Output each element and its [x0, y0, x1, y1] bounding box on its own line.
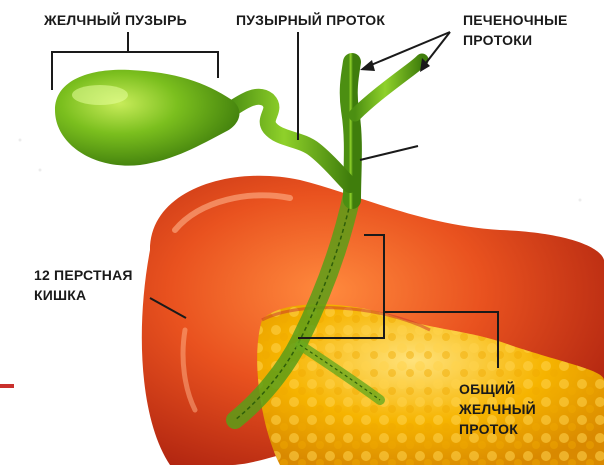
- label-duodenum: 12 ПЕРСТНАЯ КИШКА: [34, 265, 133, 305]
- label-duodenum-line2: КИШКА: [34, 285, 133, 305]
- label-gallbladder: ЖЕЛЧНЫЙ ПУЗЫРЬ: [44, 10, 187, 30]
- label-hepatic-ducts-line2: ПРОТОКИ: [463, 30, 568, 50]
- label-duodenum-line1: 12 ПЕРСТНАЯ: [34, 265, 133, 285]
- label-common-bile-duct-line1: ОБЩИЙ: [459, 379, 536, 399]
- gallbladder-shape: [55, 70, 239, 166]
- label-hepatic-ducts: ПЕЧЕНОЧНЫЕ ПРОТОКИ: [463, 10, 568, 50]
- label-cystic-duct-text: ПУЗЫРНЫЙ ПРОТОК: [236, 10, 385, 30]
- label-common-bile-duct-line2: ЖЕЛЧНЫЙ: [459, 399, 536, 419]
- accent-stripe: [0, 384, 14, 388]
- label-hepatic-ducts-line1: ПЕЧЕНОЧНЫЕ: [463, 10, 568, 30]
- label-common-bile-duct-line3: ПРОТОК: [459, 419, 536, 439]
- label-gallbladder-text: ЖЕЛЧНЫЙ ПУЗЫРЬ: [44, 10, 187, 30]
- label-cystic-duct: ПУЗЫРНЫЙ ПРОТОК: [236, 10, 385, 30]
- label-common-bile-duct: ОБЩИЙ ЖЕЛЧНЫЙ ПРОТОК: [459, 379, 536, 439]
